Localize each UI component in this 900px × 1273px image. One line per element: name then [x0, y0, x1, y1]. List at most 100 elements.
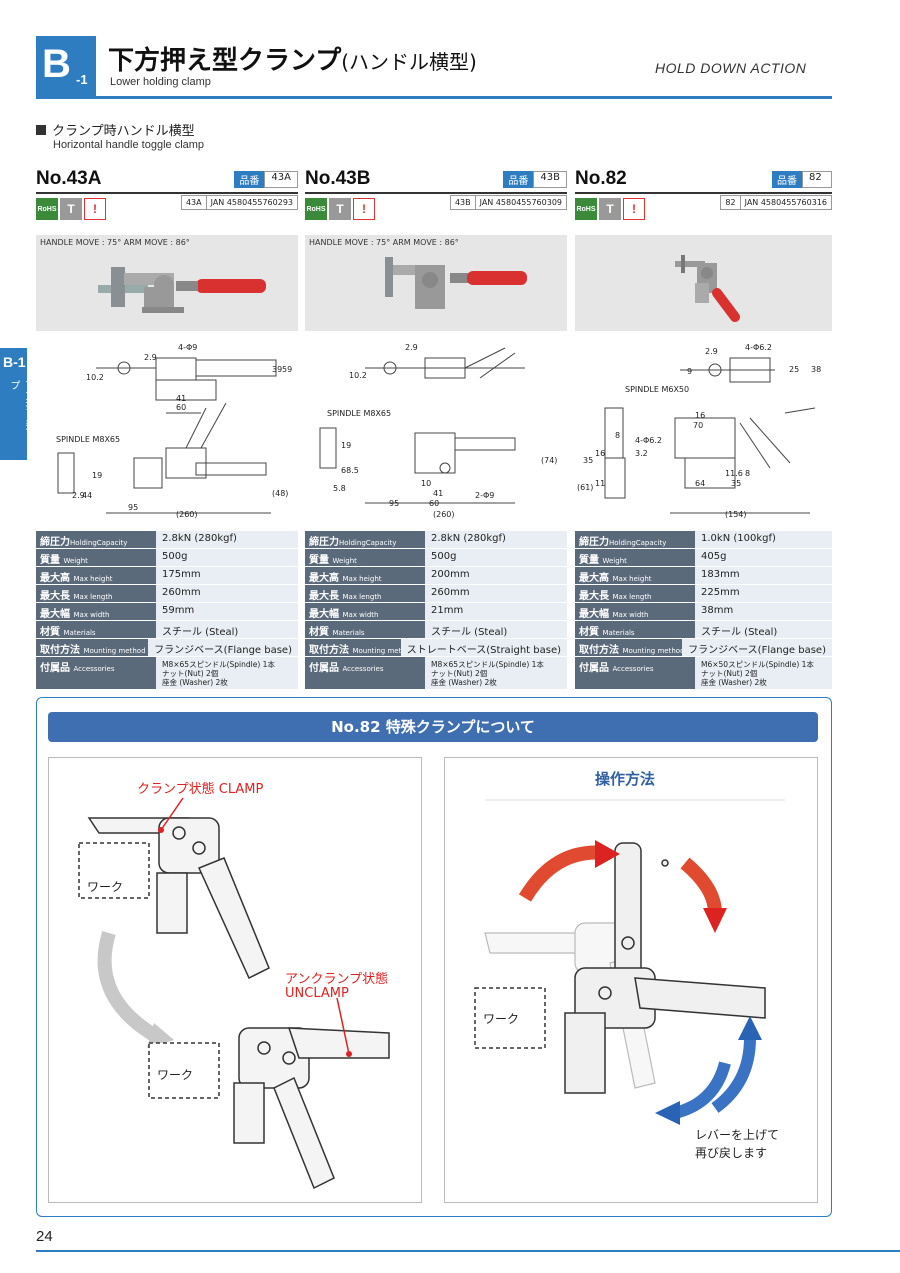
dimension-drawing: 2.9 10.2 SPINDLE M8X65 19 68.5 5.8 10 (7…: [305, 338, 567, 693]
spec-accessories: M8×65スピンドル(Spindle) 1本 ナット(Nut) 2個 座金 (W…: [156, 657, 298, 689]
dim-e3: 19: [341, 441, 351, 450]
spec-key-en: Max length: [342, 593, 382, 601]
spec-mounting: フランジベース(Flange base): [682, 639, 832, 656]
operation-title: 操作方法: [595, 770, 656, 788]
spec-capacity: 1.0kN (100kgf): [695, 531, 832, 548]
dim-h: (74): [541, 456, 557, 465]
spec-width: 59mm: [156, 603, 298, 620]
dim-c: 60: [429, 499, 439, 508]
rohs-icon: RoHS: [575, 198, 597, 220]
side-index-tab[interactable]: B-1 下方押え型クランプ: [0, 348, 34, 460]
spec-length: 260mm: [425, 585, 567, 602]
dim-d4: 38: [811, 365, 821, 374]
clamp-states-panel: クランプ状態 CLAMP アンクランプ状態 UNCLAMP ワーク ワーク: [48, 757, 422, 1203]
spec-width: 21mm: [425, 603, 567, 620]
dim-b: 35: [731, 479, 741, 488]
dim-a: 64: [695, 479, 705, 488]
spec-key: 最大幅: [579, 609, 609, 620]
page-number: 24: [36, 1228, 53, 1245]
spec-key-en: Weight: [332, 557, 357, 565]
clamp-photo-43b: [385, 257, 527, 309]
spec-key-en: HoldingCapacity: [609, 539, 667, 547]
drawing-43a-svg: 4-Φ9 2.9 10.2 39 59 41 60 SPINDLE M8X65 …: [56, 343, 292, 514]
name-underline: [36, 192, 298, 194]
work-label-operation: ワーク: [483, 1012, 520, 1026]
spec-key: 最大長: [309, 591, 339, 602]
spec-key-en: Mounting method: [622, 647, 683, 655]
operation-note-1: レバーを上げて: [695, 1128, 780, 1142]
spec-key: 締圧力: [309, 537, 339, 548]
dim-c: 60: [176, 403, 186, 412]
spec-key-en: Accessories: [612, 665, 654, 673]
t-code-icon: T: [599, 198, 621, 220]
title-paren: (ハンドル横型): [341, 50, 477, 74]
dim-d3: 25: [789, 365, 799, 374]
dim-c: 11.6: [725, 469, 743, 478]
spec-weight: 500g: [156, 549, 298, 566]
badges: RoHS T !: [36, 198, 106, 220]
spec-key-en: Max length: [73, 593, 113, 601]
clamp-states-illustration: [78, 797, 390, 1190]
part-number-label: 品番: [503, 171, 534, 188]
spec-material: スチール (Steal): [156, 621, 298, 638]
part-number-value: 82: [802, 171, 832, 188]
operation-note-2: 再び戻します: [695, 1146, 768, 1160]
section-badge: B -1: [36, 36, 96, 98]
badges: RoHS T !: [305, 198, 375, 220]
move-angle-text: HANDLE MOVE : 75° ARM MOVE : 86°: [40, 238, 190, 247]
spec-key: 質量: [579, 555, 599, 566]
work-label-clamp: ワーク: [87, 880, 124, 894]
dim-d1: 2.9: [144, 353, 157, 362]
product-name: No.43B: [305, 168, 371, 189]
spec-key-en: HoldingCapacity: [70, 539, 128, 547]
square-bullet-icon: [36, 125, 46, 135]
section-title-text: クランプ時ハンドル横型: [52, 124, 195, 139]
product-photo: HANDLE MOVE : 75° ARM MOVE : 86°: [36, 235, 298, 331]
clamp-state-label: クランプ状態 CLAMP: [137, 782, 264, 797]
spec-material: スチール (Steal): [425, 621, 567, 638]
drawing-82-svg: 4-Φ6.2 2.9 9 25 38 SPINDLE M6X50 4-Φ6.2 …: [577, 343, 821, 514]
spec-key-en: Accessories: [342, 665, 384, 673]
dim-e2: 5.8: [333, 484, 346, 493]
rohs-icon: RoHS: [305, 198, 327, 220]
spec-height: 200mm: [425, 567, 567, 584]
spec-weight: 405g: [695, 549, 832, 566]
category-label: HOLD DOWN ACTION: [655, 60, 807, 76]
dim-e6: 16: [695, 411, 705, 420]
side-tab-text: 下方押え型クランプ: [8, 380, 34, 460]
spec-mounting: フランジベース(Flange base): [148, 639, 298, 656]
dim-e1: 2.9: [72, 491, 85, 500]
spec-capacity: 2.8kN (280kgf): [156, 531, 298, 548]
dim-h: (61): [577, 483, 593, 492]
spindle-label: SPINDLE M8X65: [56, 435, 120, 444]
unclamp-pointer: [336, 997, 350, 1055]
spec-key: 最大長: [40, 591, 70, 602]
spec-key: 材質: [309, 627, 329, 638]
clamp-photo-43a: [98, 267, 266, 313]
spec-key-en: Mounting method: [352, 647, 401, 655]
spec-weight: 500g: [425, 549, 567, 566]
spec-key-en: HoldingCapacity: [339, 539, 397, 547]
spec-key-en: Materials: [602, 629, 635, 637]
spec-height: 175mm: [156, 567, 298, 584]
spec-key-en: Max height: [612, 575, 652, 583]
move-angle-text: HANDLE MOVE : 75° ARM MOVE : 86°: [309, 238, 459, 247]
spec-key: 最大幅: [309, 609, 339, 620]
spec-key: 最大高: [40, 573, 70, 584]
spec-key: 材質: [579, 627, 599, 638]
spindle-label: SPINDLE M6X50: [625, 385, 689, 394]
spindle-label: SPINDLE M8X65: [327, 409, 391, 418]
dim-d: 8: [745, 469, 750, 478]
jan-part: 43A: [182, 196, 207, 209]
caution-icon: !: [84, 198, 106, 220]
spec-mounting: ストレートベース(Straight base): [400, 639, 567, 656]
dim-b: 41: [433, 489, 443, 498]
part-number-value: 43A: [264, 171, 298, 188]
spec-key: 付属品: [309, 663, 339, 674]
unclamp-state-label-1: アンクランプ状態: [285, 972, 389, 987]
dim-d2: 10.2: [349, 371, 367, 380]
spec-key: 材質: [40, 627, 60, 638]
dim-hole: 2-Φ9: [475, 491, 494, 500]
